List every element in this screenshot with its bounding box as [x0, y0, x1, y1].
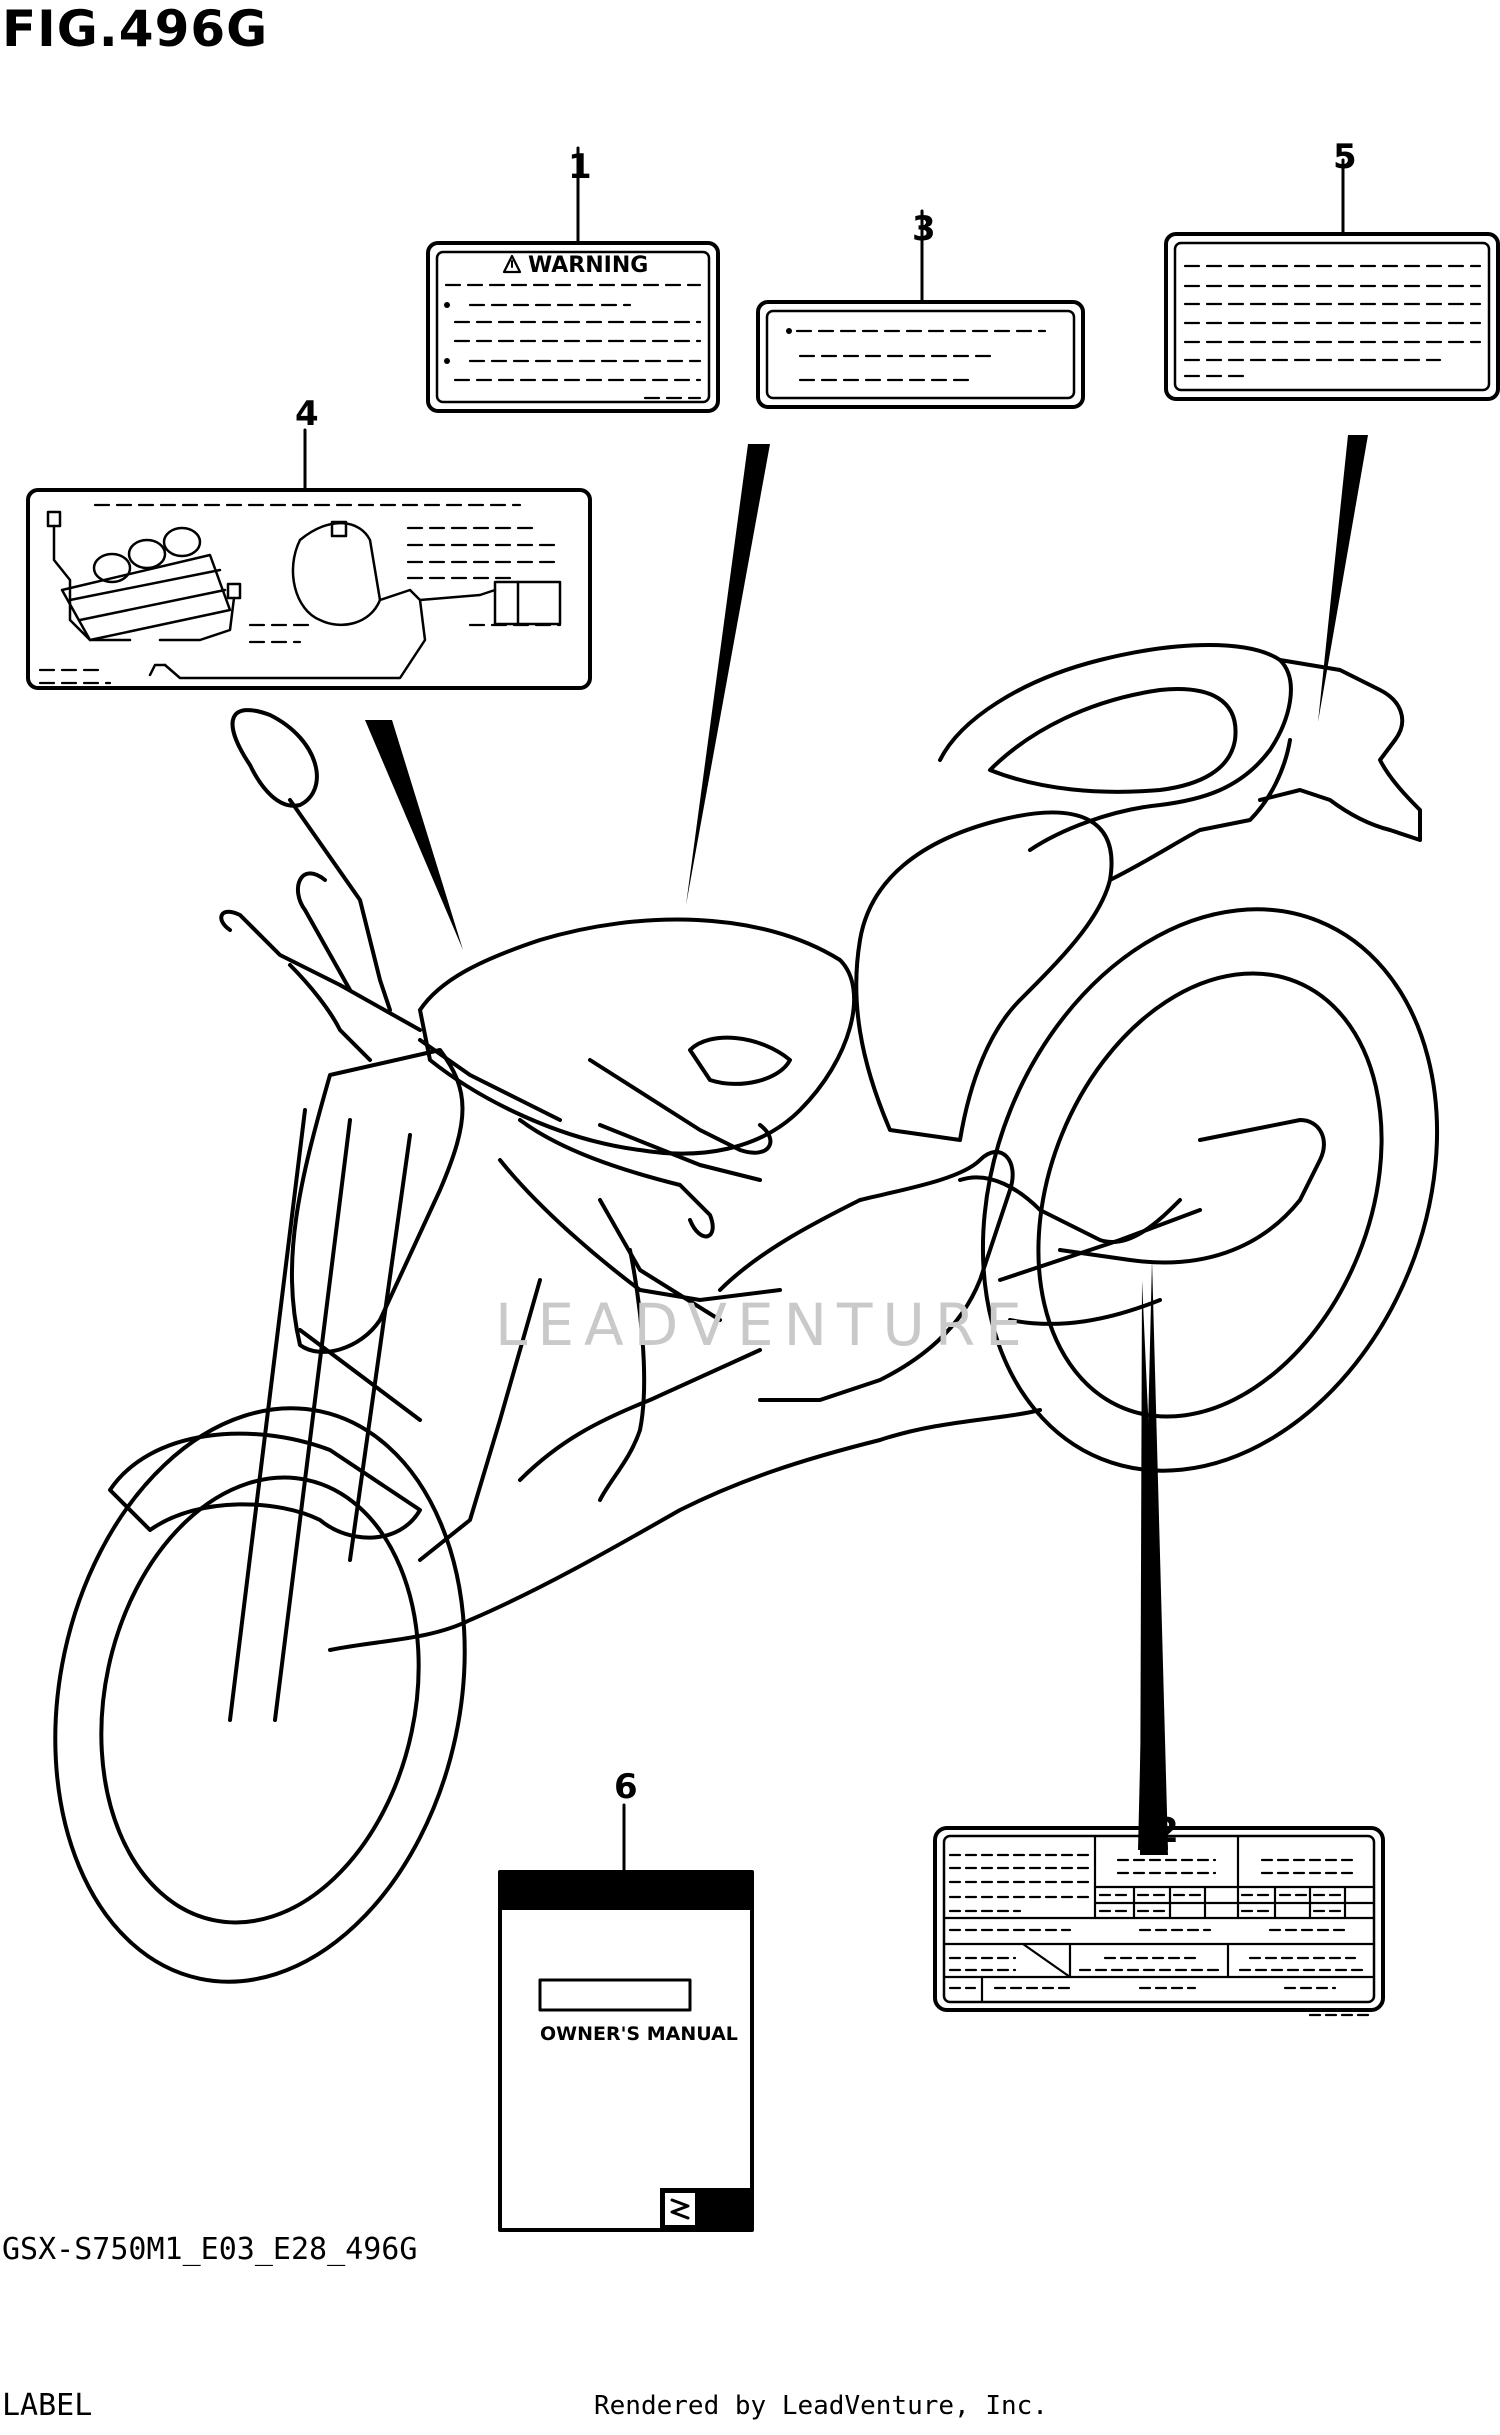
leader-lines — [303, 146, 1345, 1874]
motorcycle-outline-illustration — [53, 643, 1440, 1984]
label-1-warning — [426, 241, 720, 413]
warning-triangle-icon — [502, 254, 522, 274]
callout-5: 5 — [1333, 137, 1357, 177]
label-2-information — [933, 1826, 1385, 2017]
rendered-by-credit: Rendered by LeadVenture, Inc. — [594, 2391, 1048, 2421]
model-code: GSX-S750M1_E03_E28_496G — [2, 2232, 418, 2267]
owners-manual-text: OWNER'S MANUAL — [540, 2023, 738, 2045]
callout-3: 3 — [912, 209, 936, 249]
callout-2: 2 — [1155, 1811, 1179, 1851]
item-6-owners-manual — [498, 1870, 754, 2232]
callout-1: 1 — [568, 147, 592, 187]
label-4-routing — [26, 488, 592, 690]
callout-4: 4 — [295, 394, 319, 434]
callout-6: 6 — [614, 1767, 638, 1807]
label-3 — [756, 300, 1085, 409]
figure-caption: LABEL — [2, 2388, 93, 2423]
figure-title: FIG.496G — [2, 0, 269, 58]
watermark-text: LEADVENTURE — [495, 1291, 1032, 1359]
pointer-wedges — [365, 435, 1368, 1855]
label-5 — [1164, 232, 1500, 401]
warning-label-text: WARNING — [528, 253, 648, 278]
